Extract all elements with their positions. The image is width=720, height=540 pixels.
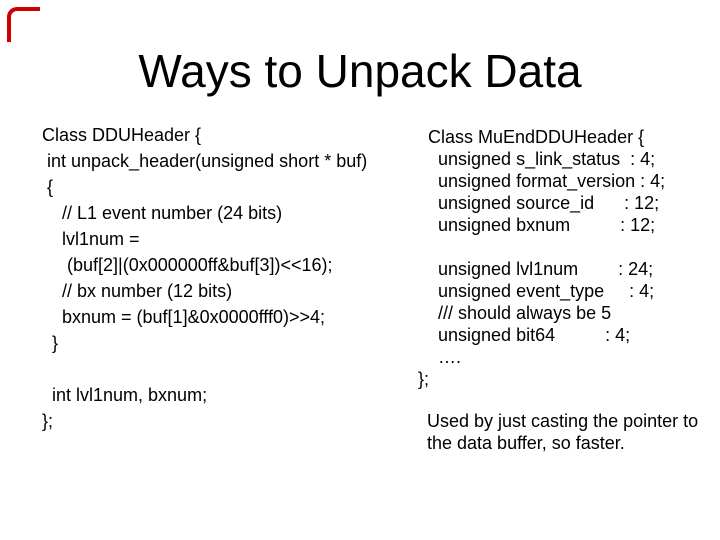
right-code-block: Class MuEndDDUHeader { unsigned s_link_s… <box>418 127 666 389</box>
slide-corner-accent <box>7 7 40 42</box>
slide-title: Ways to Unpack Data <box>138 45 582 97</box>
right-note: Used by just casting the pointer to the … <box>427 411 699 453</box>
left-code-block: Class DDUHeader { int unpack_header(unsi… <box>42 125 368 431</box>
